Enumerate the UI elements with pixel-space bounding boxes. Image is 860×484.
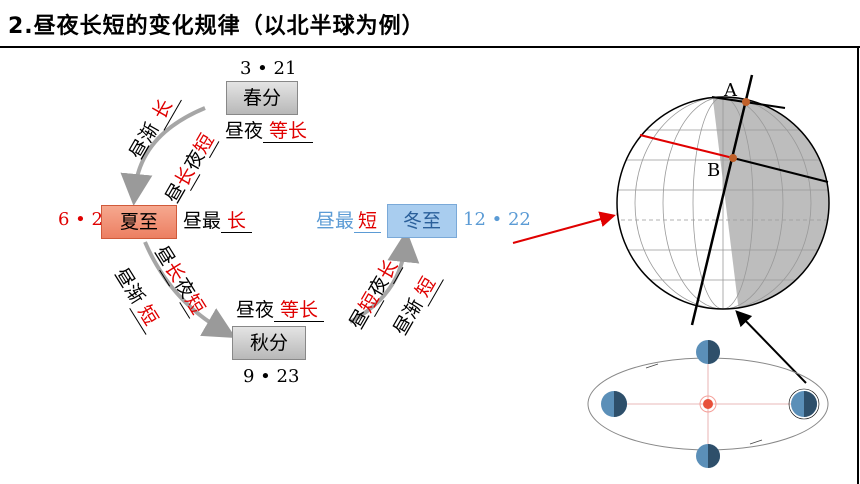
spring-date: 3 • 21	[240, 58, 297, 79]
orbit-drawing	[587, 340, 829, 468]
orbit-diagram	[566, 334, 850, 478]
pointer-arrow-red	[512, 211, 616, 244]
winter-desc: 昼最短	[316, 206, 382, 233]
summer-solstice-box: 夏至	[101, 205, 177, 239]
autumn-desc-prefix: 昼夜	[236, 299, 275, 321]
right-border	[857, 46, 859, 484]
arc-autumn-to-winter	[349, 230, 420, 324]
winter-solstice-box: 冬至	[387, 204, 457, 238]
point-a	[742, 98, 750, 106]
winter-desc-prefix: 昼最	[316, 210, 355, 232]
point-b	[729, 154, 737, 162]
autumn-desc: 昼夜等长	[236, 295, 325, 322]
summer-desc-answer: 长	[221, 211, 253, 233]
summer-date: 6 • 22	[58, 209, 115, 230]
globe-label-a: A	[724, 80, 737, 101]
earth-axis	[690, 74, 754, 326]
winter-desc-answer: 短	[354, 211, 382, 233]
globe-label-b: B	[707, 160, 721, 181]
summer-desc-prefix: 昼最	[183, 210, 222, 232]
globe	[617, 97, 829, 309]
arc-spring-to-summer	[120, 106, 206, 206]
autumn-date: 9 • 23	[243, 366, 300, 387]
title-bar: 2.昼夜长短的变化规律（以北半球为例）	[0, 0, 860, 48]
autumn-equinox-box: 秋分	[232, 326, 306, 360]
latitude-line-b-night	[732, 157, 829, 183]
summer-desc: 昼最长	[183, 206, 253, 233]
spring-desc-prefix: 昼夜	[225, 120, 264, 142]
spring-desc-answer: 等长	[263, 121, 314, 143]
arc-summer-to-autumn	[143, 241, 236, 338]
winter-date: 12 • 22	[463, 209, 531, 230]
autumn-desc-answer: 等长	[274, 300, 325, 322]
slide-title: 2.昼夜长短的变化规律（以北半球为例）	[8, 14, 425, 39]
latitude-line-b-day	[639, 134, 734, 159]
spring-desc: 昼夜等长	[225, 116, 314, 143]
pointer-arrow-black	[735, 310, 807, 384]
spring-equinox-box: 春分	[226, 81, 298, 115]
